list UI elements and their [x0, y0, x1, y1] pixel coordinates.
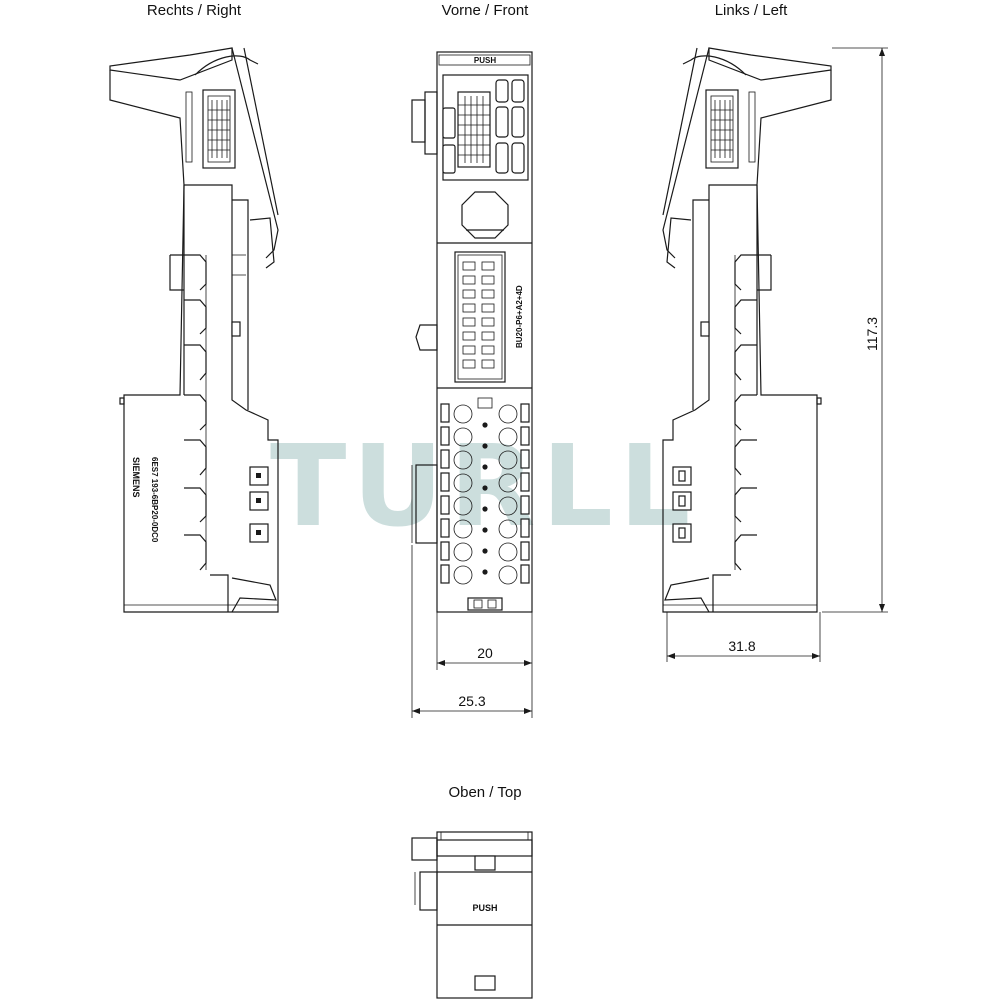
order-number-marking: 6ES7 193-6BP20-0DC0: [150, 457, 159, 543]
dim-31-8: 31.8: [728, 638, 755, 654]
dimension-height: 117.3: [822, 47, 888, 613]
view-title-left: Links / Left: [715, 2, 788, 19]
dimension-overall-width: 25.3: [411, 545, 533, 718]
right-view: SIEMENS 6ES7 193-6BP20-0DC0: [109, 47, 279, 613]
front-part-label: BU20-P6+A2+4D: [515, 285, 524, 348]
watermark: TURLL: [270, 422, 696, 552]
view-title-top: Oben / Top: [448, 784, 521, 801]
left-view: [662, 47, 832, 613]
dimension-depth: 31.8: [666, 612, 821, 662]
dim-20: 20: [477, 645, 493, 661]
dim-25-3: 25.3: [458, 693, 485, 709]
brand-marking: SIEMENS: [131, 457, 141, 498]
top-view: PUSH: [411, 831, 533, 999]
top-push-label: PUSH: [472, 903, 497, 913]
dim-117-3: 117.3: [864, 317, 880, 351]
dimension-front-width: 20: [436, 612, 533, 670]
front-view: PUSH: [411, 51, 533, 613]
view-title-right: Rechts / Right: [147, 2, 242, 19]
view-title-front: Vorne / Front: [442, 2, 530, 19]
front-push-label: PUSH: [474, 56, 496, 65]
